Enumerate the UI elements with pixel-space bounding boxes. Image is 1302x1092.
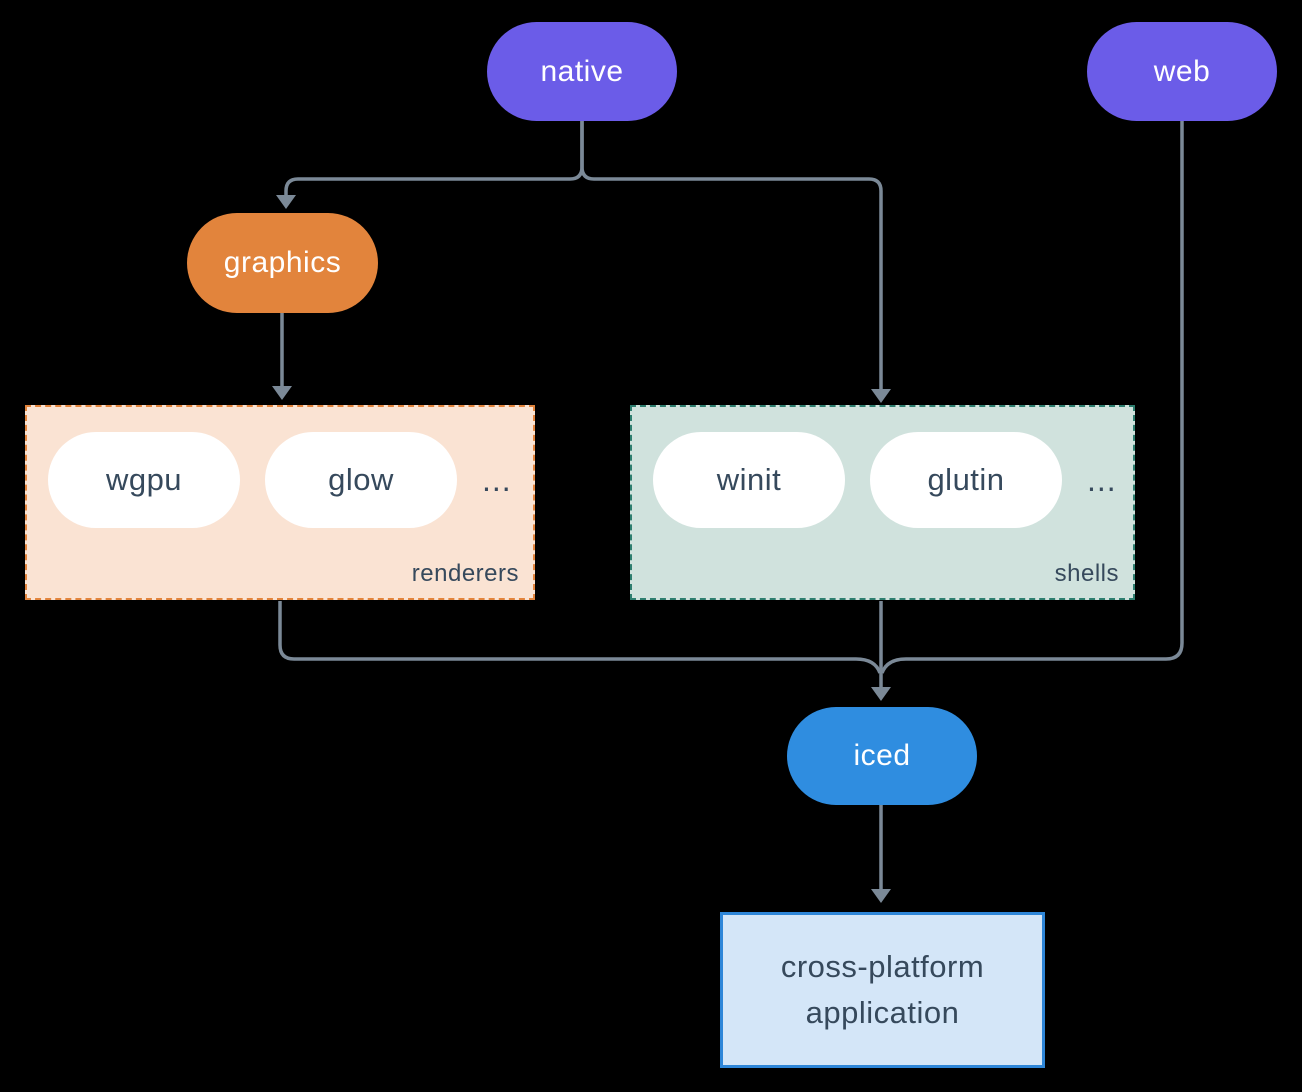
arrowhead-renderers xyxy=(272,386,292,400)
node-winit-label: winit xyxy=(716,462,782,497)
node-iced-label: iced xyxy=(853,739,911,772)
arrowhead-shells xyxy=(871,389,891,403)
node-glutin: glutin xyxy=(870,432,1062,528)
app-label-line2: application xyxy=(805,995,960,1030)
node-native-label: native xyxy=(540,54,624,88)
renderers-ellipsis: ... xyxy=(482,462,512,498)
renderers-group-label: renderers xyxy=(411,560,519,587)
node-web: web xyxy=(1087,22,1277,121)
node-iced: iced xyxy=(787,707,977,805)
shells-ellipsis: ... xyxy=(1087,462,1117,498)
node-cross-platform-application: cross-platform application xyxy=(720,912,1045,1068)
node-winit: winit xyxy=(653,432,845,528)
edge-native-to-shells xyxy=(580,121,883,389)
node-graphics: graphics xyxy=(187,213,378,313)
arrowhead-graphics xyxy=(276,195,296,209)
edge-renderers-to-iced xyxy=(278,601,882,674)
node-glow-label: glow xyxy=(328,462,394,497)
shells-group-label: shells xyxy=(1054,560,1119,587)
node-graphics-label: graphics xyxy=(223,246,342,279)
arrowhead-iced xyxy=(871,687,891,701)
edge-web-to-iced xyxy=(880,121,1184,674)
arrowhead-app xyxy=(871,889,891,903)
edge-native-to-graphics xyxy=(284,121,584,195)
app-label-line1: cross-platform xyxy=(780,948,985,984)
node-native: native xyxy=(487,22,677,121)
group-renderers: wgpu glow ... renderers xyxy=(25,405,535,600)
node-glutin-label: glutin xyxy=(927,462,1005,497)
node-glow: glow xyxy=(265,432,457,528)
group-shells: winit glutin ... shells xyxy=(630,405,1135,600)
node-web-label: web xyxy=(1153,54,1211,88)
node-wgpu-label: wgpu xyxy=(105,462,183,497)
node-wgpu: wgpu xyxy=(48,432,240,528)
